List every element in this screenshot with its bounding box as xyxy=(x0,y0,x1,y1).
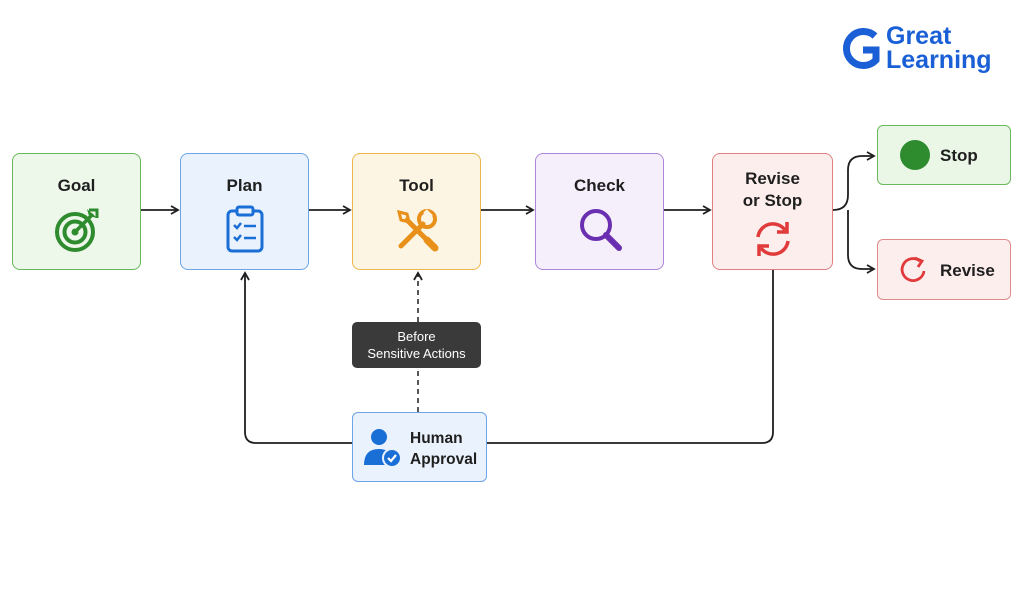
logo-text: Great Learning xyxy=(886,22,992,74)
g-logo-icon xyxy=(842,28,880,69)
note-line1: Before xyxy=(397,329,436,344)
loop-back-to-plan xyxy=(240,270,774,444)
human-approval-line1: Human xyxy=(410,430,463,447)
check-label: Check xyxy=(573,176,626,195)
before-sensitive-actions-note: Before Sensitive Actions xyxy=(352,322,481,368)
logo-line1: Great xyxy=(886,22,952,50)
check-node: Check xyxy=(535,153,664,270)
note-line2: Sensitive Actions xyxy=(367,346,466,361)
revise-or-stop-line1: Revise xyxy=(745,169,800,188)
wrench-screwdriver-icon xyxy=(396,209,438,252)
green-circle-icon xyxy=(900,140,930,170)
goal-node: Goal xyxy=(12,153,141,270)
revise-or-stop-node: Revise or Stop xyxy=(712,153,833,270)
stop-outcome: Stop xyxy=(877,125,1011,185)
human-approval-node: Human Approval xyxy=(352,412,487,482)
user-check-icon xyxy=(364,429,402,468)
tool-node: Tool xyxy=(352,153,481,270)
branch-to-stop xyxy=(832,151,876,211)
redo-icon xyxy=(900,256,926,282)
great-learning-logo: Great Learning xyxy=(842,24,1002,76)
clipboard-checklist-icon xyxy=(226,205,263,253)
logo-line2: Learning xyxy=(886,46,992,74)
branch-to-revise xyxy=(847,210,876,274)
magnifier-icon xyxy=(579,209,622,251)
revise-outcome: Revise xyxy=(877,239,1011,300)
tool-label: Tool xyxy=(399,176,434,195)
stop-label: Stop xyxy=(940,146,978,165)
human-approval-label: Human Approval xyxy=(410,428,477,470)
target-icon xyxy=(54,208,98,252)
revise-or-stop-line2: or Stop xyxy=(742,191,803,210)
plan-node: Plan xyxy=(180,153,309,270)
revise-outcome-label: Revise xyxy=(940,261,995,280)
human-approval-line2: Approval xyxy=(410,451,478,468)
refresh-icon xyxy=(755,222,790,256)
revise-or-stop-label: Revise or Stop xyxy=(713,168,832,212)
goal-label: Goal xyxy=(57,176,96,195)
plan-label: Plan xyxy=(226,176,263,195)
